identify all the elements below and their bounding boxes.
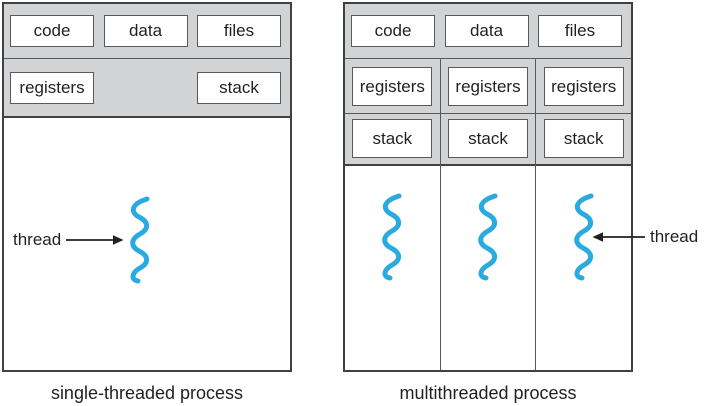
data-box: data bbox=[444, 15, 529, 47]
stack-label: stack bbox=[468, 128, 508, 148]
code-label: code bbox=[374, 21, 412, 40]
registers-row: registers bbox=[536, 59, 632, 114]
registers-label: registers bbox=[19, 77, 85, 97]
thread-columns: registers stack registers stack bbox=[345, 59, 632, 370]
arrow-right-icon bbox=[66, 235, 124, 245]
data-box: data bbox=[103, 15, 188, 47]
stack-box: stack bbox=[448, 119, 528, 158]
process-resources-row: code data files bbox=[345, 4, 631, 59]
code-box: code bbox=[351, 15, 435, 47]
thread-squiggle-icon bbox=[382, 193, 402, 281]
stack-box: stack bbox=[543, 119, 624, 158]
process-resources-row: code data files bbox=[4, 4, 290, 59]
code-label: code bbox=[33, 21, 71, 40]
thread-squiggle-icon bbox=[573, 193, 594, 281]
stack-row: stack bbox=[345, 114, 440, 166]
stack-row: stack bbox=[440, 114, 536, 166]
multithreaded-caption: multithreaded process bbox=[399, 383, 577, 403]
registers-label: registers bbox=[359, 76, 425, 96]
thread-label: thread bbox=[13, 230, 62, 249]
multithreaded-process-box: code data files registers stack bbox=[343, 2, 633, 372]
stack-box: stack bbox=[197, 71, 281, 104]
stack-label: stack bbox=[372, 128, 413, 148]
registers-box: registers bbox=[352, 67, 433, 106]
data-label: data bbox=[469, 21, 504, 40]
thread-column-2: registers stack bbox=[439, 59, 536, 370]
single-threaded-caption: single-threaded process bbox=[50, 383, 244, 403]
code-box: code bbox=[10, 15, 94, 47]
single-threaded-process-box: code data files registers stack thread bbox=[2, 2, 292, 372]
stack-label: stack bbox=[563, 128, 604, 148]
registers-label: registers bbox=[551, 76, 617, 96]
thread-squiggle-icon bbox=[478, 193, 498, 281]
thread-squiggle-icon bbox=[130, 196, 150, 284]
registers-label: registers bbox=[455, 76, 521, 96]
stack-row: stack bbox=[536, 114, 632, 166]
thread-callout-left: thread bbox=[13, 228, 124, 252]
thread-context-row: registers stack bbox=[4, 59, 290, 118]
thread-area-2 bbox=[441, 166, 536, 370]
thread-column-3: registers stack bbox=[535, 59, 632, 370]
stack-box: stack bbox=[352, 119, 433, 158]
files-label: files bbox=[564, 21, 596, 40]
registers-row: registers bbox=[440, 59, 536, 114]
files-box: files bbox=[197, 15, 281, 47]
arrow-left-icon bbox=[592, 232, 645, 242]
thread-area-3 bbox=[536, 166, 631, 370]
thread-column-1: registers stack bbox=[345, 59, 440, 370]
single-thread-body: thread bbox=[4, 118, 290, 370]
files-box: files bbox=[538, 15, 622, 47]
registers-box: registers bbox=[10, 71, 94, 104]
stack-label: stack bbox=[219, 77, 259, 97]
files-label: files bbox=[223, 21, 255, 40]
thread-area-1 bbox=[345, 166, 440, 370]
data-label: data bbox=[128, 21, 163, 40]
registers-box: registers bbox=[543, 67, 624, 106]
registers-row: registers bbox=[345, 59, 440, 114]
thread-callout-right: thread bbox=[592, 225, 698, 249]
thread-label: thread bbox=[650, 227, 699, 246]
registers-box: registers bbox=[448, 67, 528, 106]
